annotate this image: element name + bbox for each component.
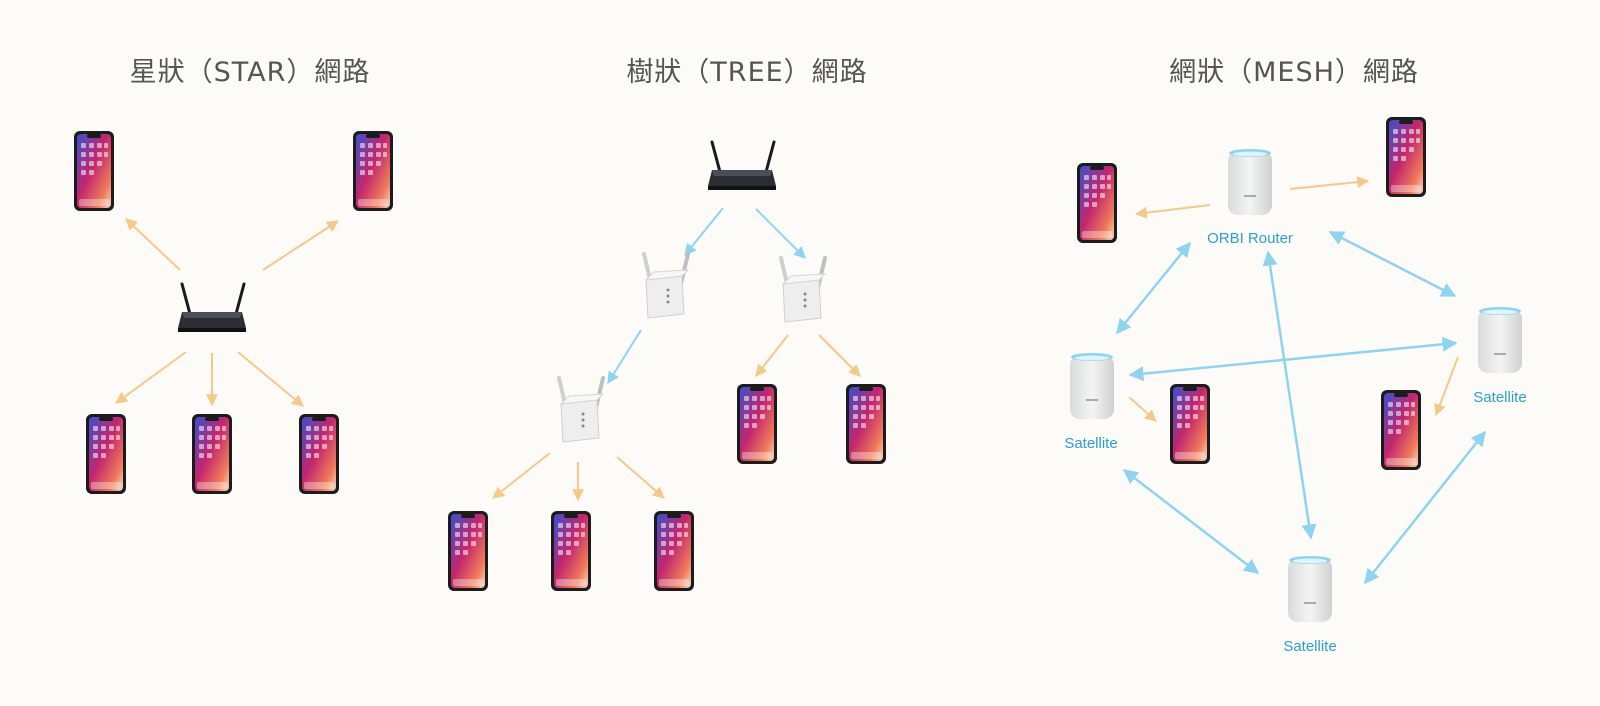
tree-link-ext3-phone-right <box>616 456 665 499</box>
mesh-link-sat-left-phone <box>1128 396 1157 422</box>
star-phone-icon-4 <box>192 414 232 494</box>
tree-links-wireless <box>607 207 806 385</box>
tree-network-title: 樹狀（TREE）網路 <box>626 57 868 88</box>
mesh-satellite-label-bottom: Satellite <box>1283 638 1336 655</box>
mesh-link-router-sat-left <box>1116 241 1191 335</box>
mesh-satellite-label-left: Satellite <box>1064 435 1117 452</box>
star-link-bottom-left <box>115 351 187 404</box>
tree-link-ext1-ext3 <box>607 329 642 385</box>
mesh-phone-icon-4 <box>1381 390 1421 470</box>
star-phone-icon-2 <box>353 131 393 211</box>
mesh-phone-icon-1 <box>1077 163 1117 243</box>
tree-phone-icon-5 <box>654 511 694 591</box>
mesh-satellite-icon-right <box>1478 307 1522 373</box>
tree-link-router-ext1 <box>684 207 724 256</box>
tree-phone-icon-1 <box>737 384 777 464</box>
mesh-link-sat-right-sat-bottom <box>1364 430 1486 585</box>
mesh-link-sat-left-sat-bottom <box>1122 469 1260 574</box>
mesh-link-router-sat-bottom <box>1262 250 1317 540</box>
mesh-satellite-icon-bottom <box>1288 556 1332 622</box>
tree-phone-icon-4 <box>551 511 591 591</box>
mesh-link-sat-right-phone <box>1434 356 1459 417</box>
mesh-satellite-label-right: Satellite <box>1473 389 1526 406</box>
mesh-links-wired <box>1128 176 1459 422</box>
mesh-link-router-phone-left <box>1134 204 1211 219</box>
star-link-bottom-right <box>237 351 304 407</box>
mesh-link-router-phone-right <box>1289 176 1370 190</box>
star-links <box>115 218 340 407</box>
tree-link-router-ext2 <box>755 208 806 259</box>
tree-phone-icon-3 <box>448 511 488 591</box>
mesh-router-label: ORBI Router <box>1207 230 1293 247</box>
mesh-phone-icon-3 <box>1170 384 1210 464</box>
mesh-network-title: 網狀（MESH）網路 <box>1169 57 1419 88</box>
star-router-icon <box>176 282 248 334</box>
tree-links-wired <box>492 334 861 502</box>
tree-extender-icon-1 <box>642 252 690 320</box>
star-phone-icon-3 <box>86 414 126 494</box>
star-phone-icon-1 <box>74 131 114 211</box>
tree-extender-icon-3 <box>557 376 605 444</box>
mesh-orbi-router-icon <box>1228 149 1272 215</box>
star-link-top-left <box>125 218 181 271</box>
tree-link-ext2-phone-left <box>755 334 789 377</box>
tree-link-ext3-phone-left <box>492 452 551 499</box>
tree-extender-icon-2 <box>779 256 827 324</box>
mesh-links-wireless <box>1116 230 1486 585</box>
mesh-link-router-sat-right <box>1328 230 1457 298</box>
tree-link-ext2-phone-right <box>818 334 861 377</box>
star-network-title: 星狀（STAR）網路 <box>129 57 371 88</box>
mesh-phone-icon-2 <box>1386 117 1426 197</box>
star-link-top-right <box>262 220 340 271</box>
tree-router-icon <box>706 140 778 192</box>
star-phone-icon-5 <box>299 414 339 494</box>
tree-phone-icon-2 <box>846 384 886 464</box>
mesh-satellite-icon-left <box>1070 353 1114 419</box>
mesh-link-sat-left-sat-right <box>1128 336 1458 382</box>
